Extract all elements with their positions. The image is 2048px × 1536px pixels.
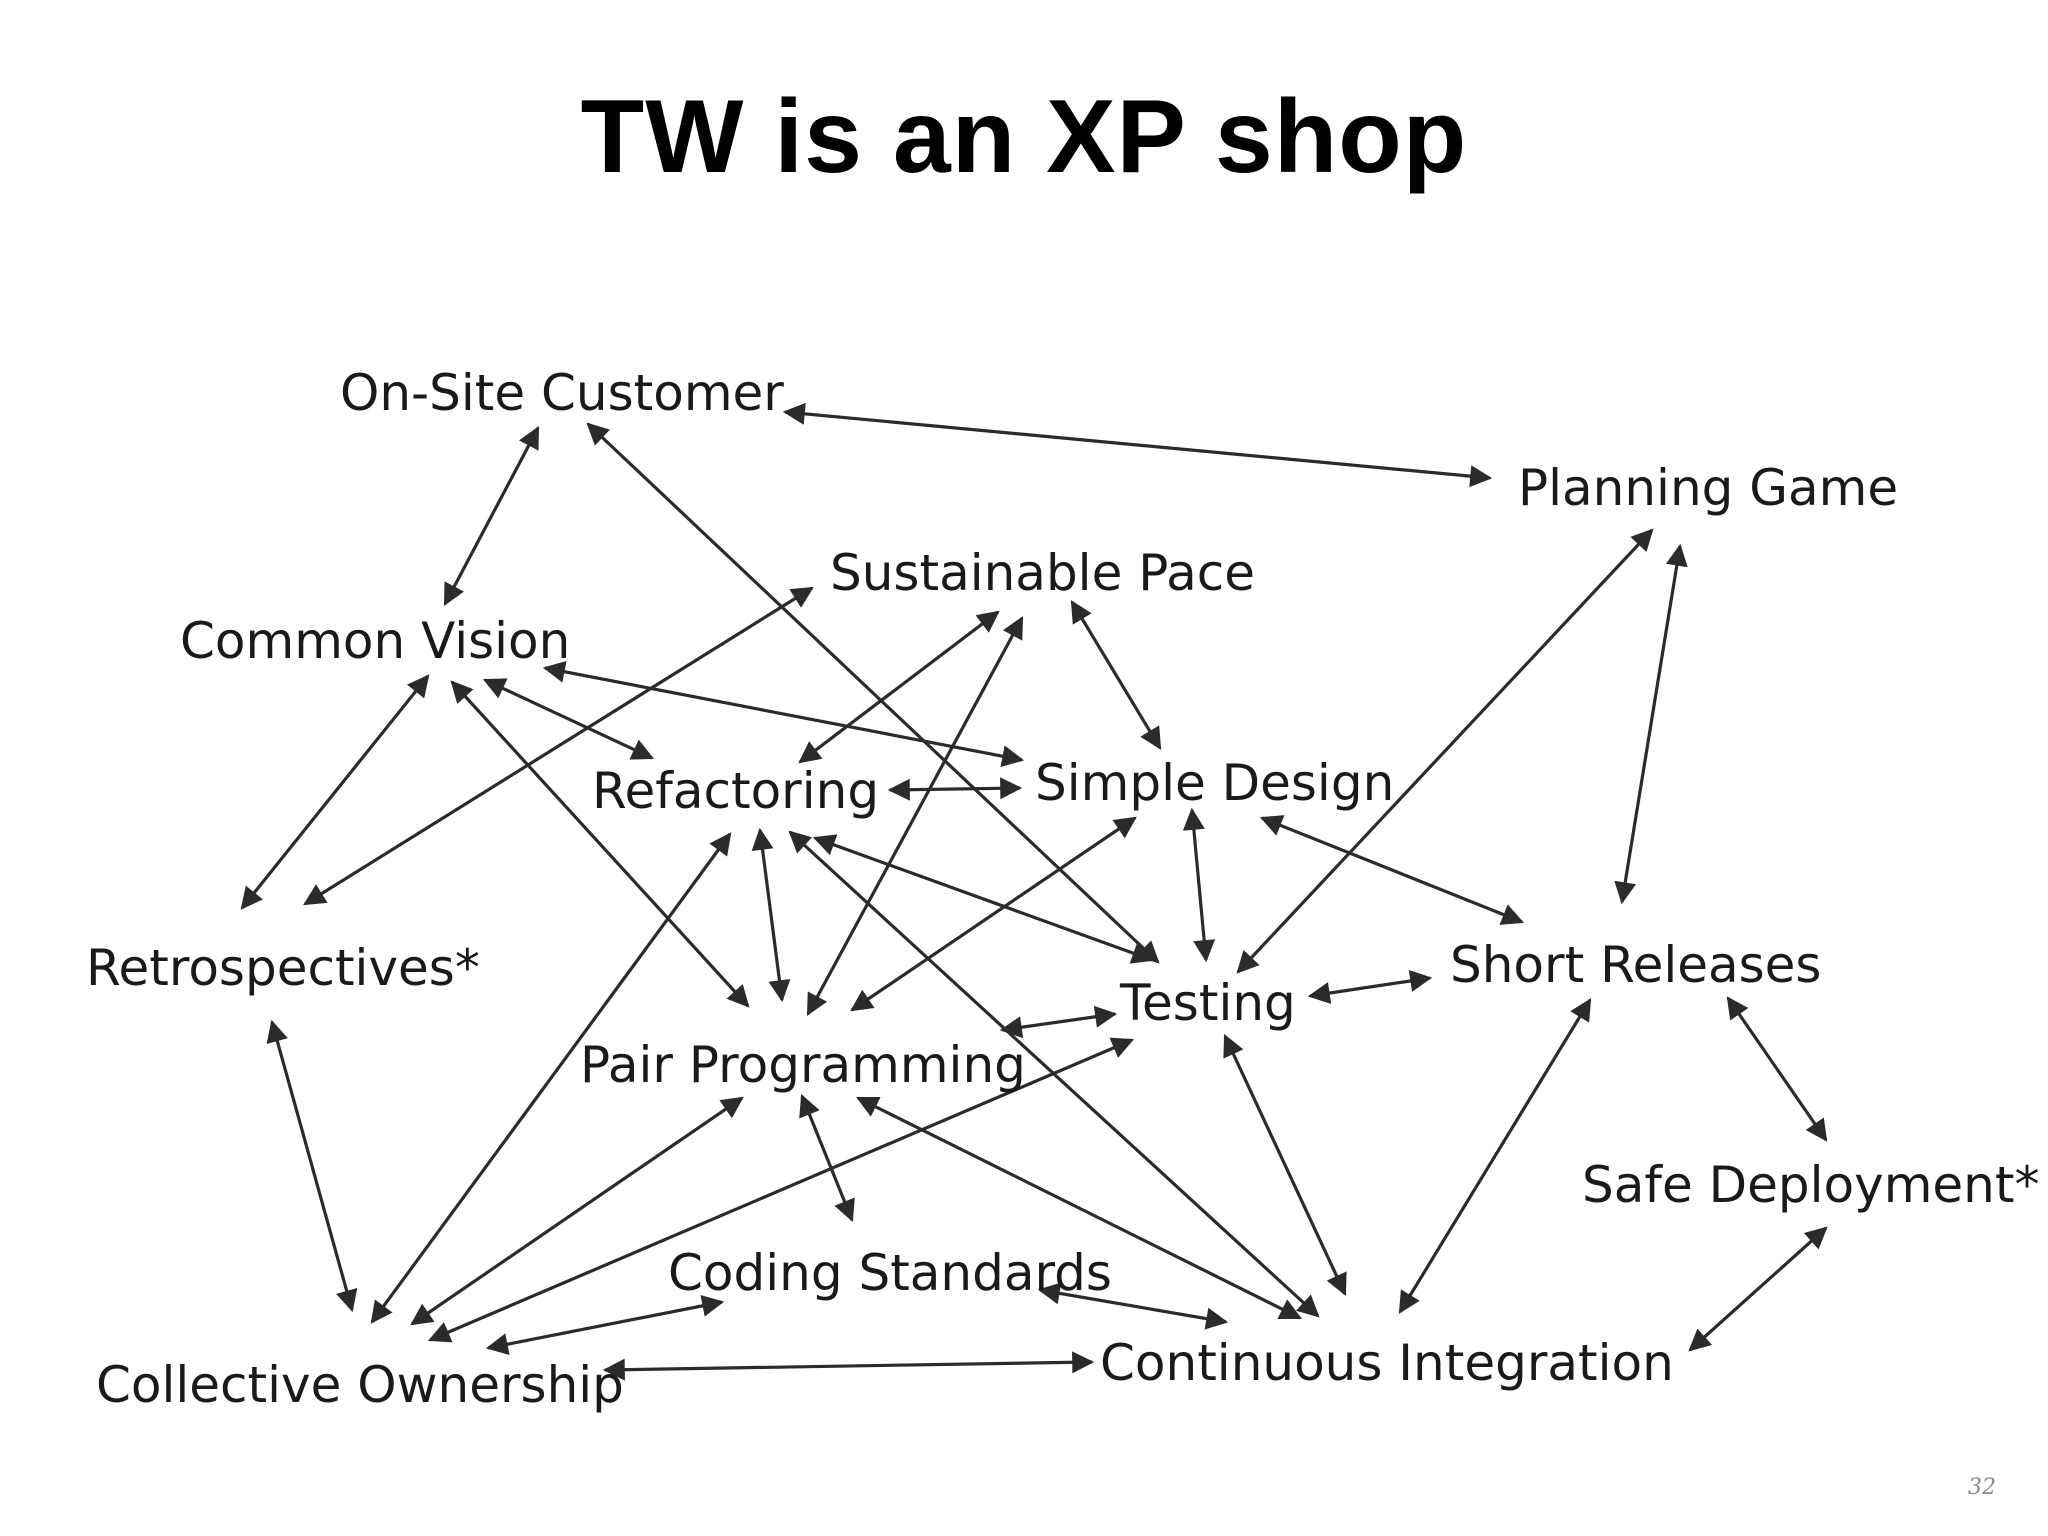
edge-refactoring-pair — [751, 827, 791, 1003]
edge-collective-ci — [602, 1351, 1095, 1381]
node-coding: Coding Standards — [668, 1244, 1112, 1302]
edge-sustainable-refactoring — [798, 610, 1000, 764]
edge-retro-collective — [266, 1019, 358, 1313]
node-refactoring: Refactoring — [592, 762, 879, 820]
edge-short-ci — [1398, 998, 1592, 1314]
edge-refactoring-simple — [887, 777, 1023, 801]
node-collective: Collective Ownership — [96, 1356, 624, 1414]
edge-pair-collective — [410, 1096, 744, 1326]
edge-coding-ci — [1037, 1282, 1229, 1330]
node-planning: Planning Game — [1518, 459, 1898, 517]
edge-vision-retro — [240, 674, 430, 910]
edge-safe-ci — [1688, 1226, 1828, 1352]
edge-pair-coding — [799, 1093, 855, 1223]
edges-layer — [240, 402, 1828, 1381]
slide-title: TW is an XP shop — [580, 79, 1468, 195]
edge-vision-simple — [542, 660, 1025, 768]
edge-planning-testing — [1236, 528, 1654, 974]
edge-testing-short — [1307, 970, 1433, 1004]
node-pair: Pair Programming — [580, 1036, 1026, 1094]
node-short: Short Releases — [1450, 936, 1821, 994]
node-ci: Continuous Integration — [1100, 1334, 1674, 1392]
edge-vision-pair — [450, 680, 750, 1008]
edge-refactoring-testing — [812, 834, 1155, 964]
edge-testing-pair — [999, 1005, 1118, 1039]
node-onsite: On-Site Customer — [340, 364, 784, 422]
edge-simple-pair — [850, 816, 1137, 1012]
edge-pair-ci — [856, 1096, 1302, 1320]
node-testing: Testing — [1119, 974, 1296, 1032]
node-safe: Safe Deployment* — [1582, 1156, 2039, 1214]
page-number: 32 — [1968, 1475, 1996, 1500]
node-sustainable: Sustainable Pace — [830, 544, 1255, 602]
edge-coding-collective — [485, 1295, 725, 1355]
node-vision: Common Vision — [180, 612, 570, 670]
edge-simple-testing — [1182, 807, 1216, 963]
node-simple: Simple Design — [1035, 754, 1394, 812]
edge-sustainable-simple — [1070, 600, 1162, 750]
edge-onsite-vision — [443, 426, 540, 606]
edge-short-safe — [1726, 996, 1828, 1142]
edge-testing-ci — [1223, 1034, 1347, 1296]
edge-onsite-planning — [782, 402, 1493, 488]
node-retro: Retrospectives* — [86, 939, 480, 997]
edge-planning-short — [1614, 543, 1688, 905]
